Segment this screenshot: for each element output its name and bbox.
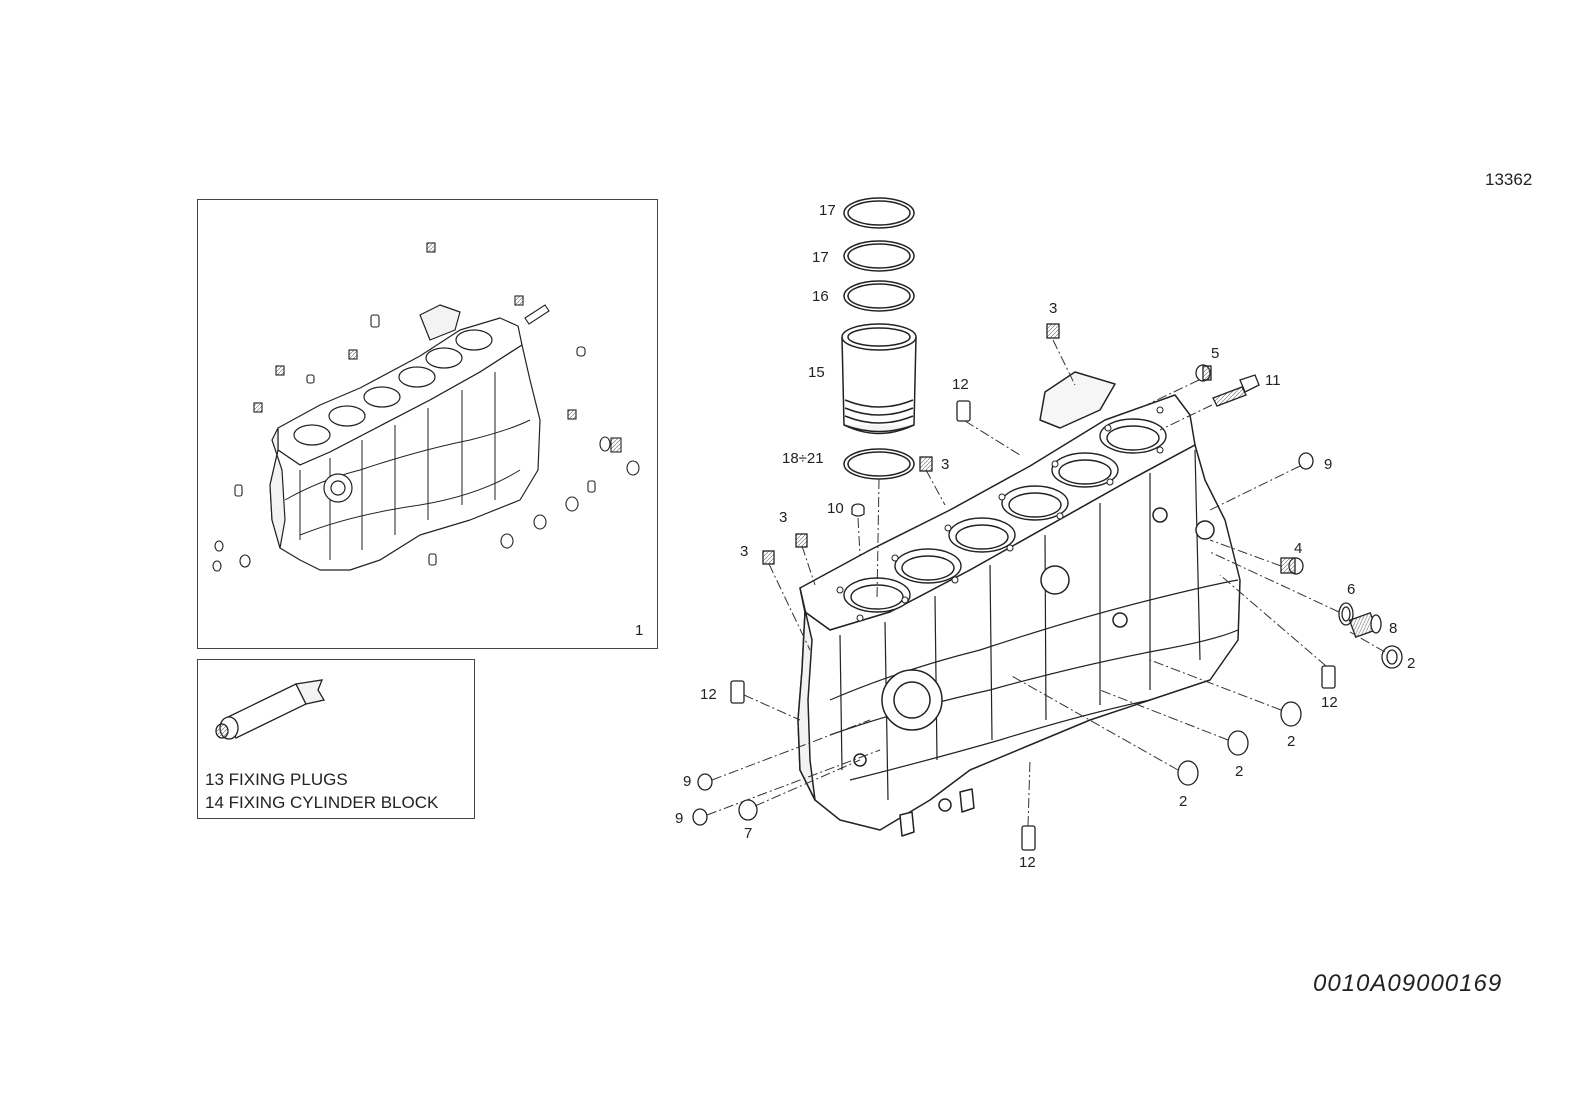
- callout-12-left: 12: [700, 686, 717, 703]
- callout-15: 15: [808, 364, 825, 381]
- callout-8: 8: [1389, 620, 1398, 637]
- loose-parts: [692, 323, 1403, 851]
- callout-3-mid: 3: [941, 456, 950, 473]
- callout-2-right: 2: [1407, 655, 1416, 672]
- leader-lines: [706, 339, 1386, 827]
- sealant-tube-icon: [215, 679, 326, 740]
- sealant-panel: [197, 659, 475, 819]
- callout-10: 10: [827, 500, 844, 517]
- kit-loose-parts: [212, 242, 640, 572]
- callout-2-c: 2: [1179, 793, 1188, 810]
- callout-7: 7: [744, 825, 753, 842]
- liner-and-rings: [841, 197, 917, 480]
- callout-11: 11: [1265, 372, 1281, 389]
- callout-3-left-lower: 3: [740, 543, 749, 560]
- kit-cylinder-block: [269, 304, 541, 571]
- cylinder-block: [797, 371, 1241, 837]
- callout-9-left-a: 9: [683, 773, 692, 790]
- callout-4: 4: [1294, 540, 1303, 557]
- callout-17a: 17: [819, 202, 836, 219]
- drawing-reference: 13362: [1485, 170, 1533, 189]
- callout-9-left-b: 9: [675, 810, 684, 827]
- note-fixing-plugs: 13 FIXING PLUGS: [205, 770, 348, 789]
- callout-12-top: 12: [952, 376, 969, 393]
- callout-2-a: 2: [1287, 733, 1296, 750]
- callout-2-b: 2: [1235, 763, 1244, 780]
- callout-12-bottom: 12: [1019, 854, 1036, 871]
- figure-code: 0010A09000169: [1313, 970, 1503, 997]
- kit-item-number: 1: [635, 622, 644, 639]
- callout-16: 16: [812, 288, 829, 305]
- callout-3-left-upper: 3: [779, 509, 788, 526]
- callout-3-top: 3: [1049, 300, 1058, 317]
- callout-12-right: 12: [1321, 694, 1338, 711]
- callout-5: 5: [1211, 345, 1220, 362]
- callout-6: 6: [1347, 581, 1356, 598]
- callout-17b: 17: [812, 249, 829, 266]
- callout-9-top: 9: [1324, 456, 1333, 473]
- callout-18-21: 18÷21: [782, 450, 824, 467]
- note-fixing-cylinder-block: 14 FIXING CYLINDER BLOCK: [205, 793, 439, 812]
